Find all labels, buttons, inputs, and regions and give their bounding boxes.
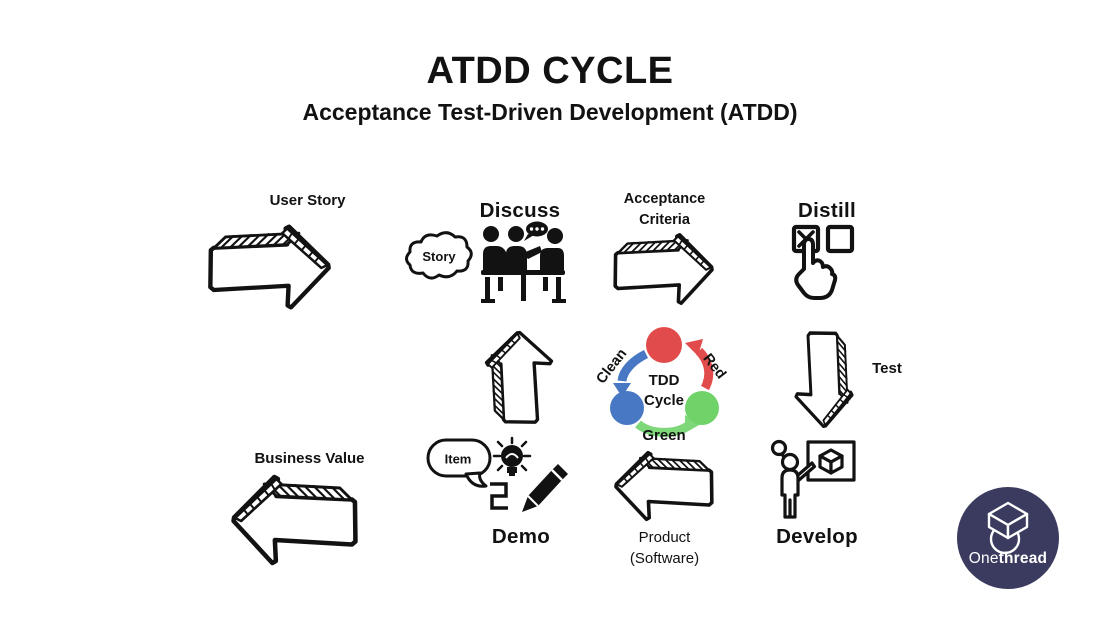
logo-text-bold: thread [998, 550, 1048, 567]
discussion-meeting-icon [481, 221, 566, 303]
business-value-label: Business Value [254, 450, 365, 467]
product-arrow-icon [614, 450, 714, 522]
lightbulb-icon [492, 436, 532, 476]
story-cloud-icon: Story [405, 231, 473, 280]
tdd-clean-arrowhead [613, 383, 631, 397]
product-label-line2: (Software) [629, 550, 700, 567]
page-title: ATDD CYCLE [426, 50, 674, 92]
tdd-clean-arc [617, 349, 649, 382]
tdd-red-circle [646, 327, 682, 363]
demo-idea-icon: Item [426, 436, 568, 512]
demo-bubble-text: Item [445, 452, 472, 467]
distill-label: Distill [798, 199, 856, 222]
page-subtitle: Acceptance Test-Driven Development (ATDD… [302, 99, 798, 125]
user-story-label: User Story [269, 192, 346, 209]
tdd-cycle-icon: TDD Cycle Clean Red Green [593, 327, 729, 444]
up-arrow-icon [484, 330, 554, 424]
story-cloud-text: Story [422, 249, 456, 264]
demo-label: Demo [491, 525, 551, 548]
distill-checkbox-hand-icon [791, 224, 855, 300]
onethread-logo: Onethread [957, 487, 1059, 589]
business-value-arrow-icon [226, 471, 362, 569]
thread-spool-glyph [987, 501, 1029, 540]
down-arrow-icon [794, 331, 854, 428]
onethread-logo-icon [957, 487, 1059, 589]
tdd-center-line1: TDD [649, 372, 680, 389]
user-story-arrow-icon [204, 221, 336, 313]
tdd-red-arrowhead [685, 339, 703, 356]
discuss-label: Discuss [479, 199, 561, 222]
test-label: Test [872, 360, 902, 377]
acceptance-criteria-label-line2: Criteria [639, 212, 690, 228]
develop-presenter-icon [770, 439, 856, 519]
tdd-label-green: Green [642, 427, 685, 444]
tdd-center-line2: Cycle [644, 392, 684, 409]
onethread-logo-text: Onethread [957, 550, 1059, 568]
product-label-line1: Product [638, 529, 691, 546]
pencil-icon [522, 464, 568, 512]
zigzag-line-icon [490, 482, 508, 510]
acceptance-criteria-label-line1: Acceptance [623, 191, 706, 207]
tdd-red-arc [695, 347, 714, 391]
logo-text-regular: One [968, 550, 999, 567]
tdd-green-circle [685, 391, 719, 425]
acceptance-criteria-arrow-icon [613, 232, 714, 306]
tdd-green-arrowhead [685, 415, 701, 433]
tdd-blue-circle [610, 391, 644, 425]
develop-label: Develop [776, 525, 858, 548]
